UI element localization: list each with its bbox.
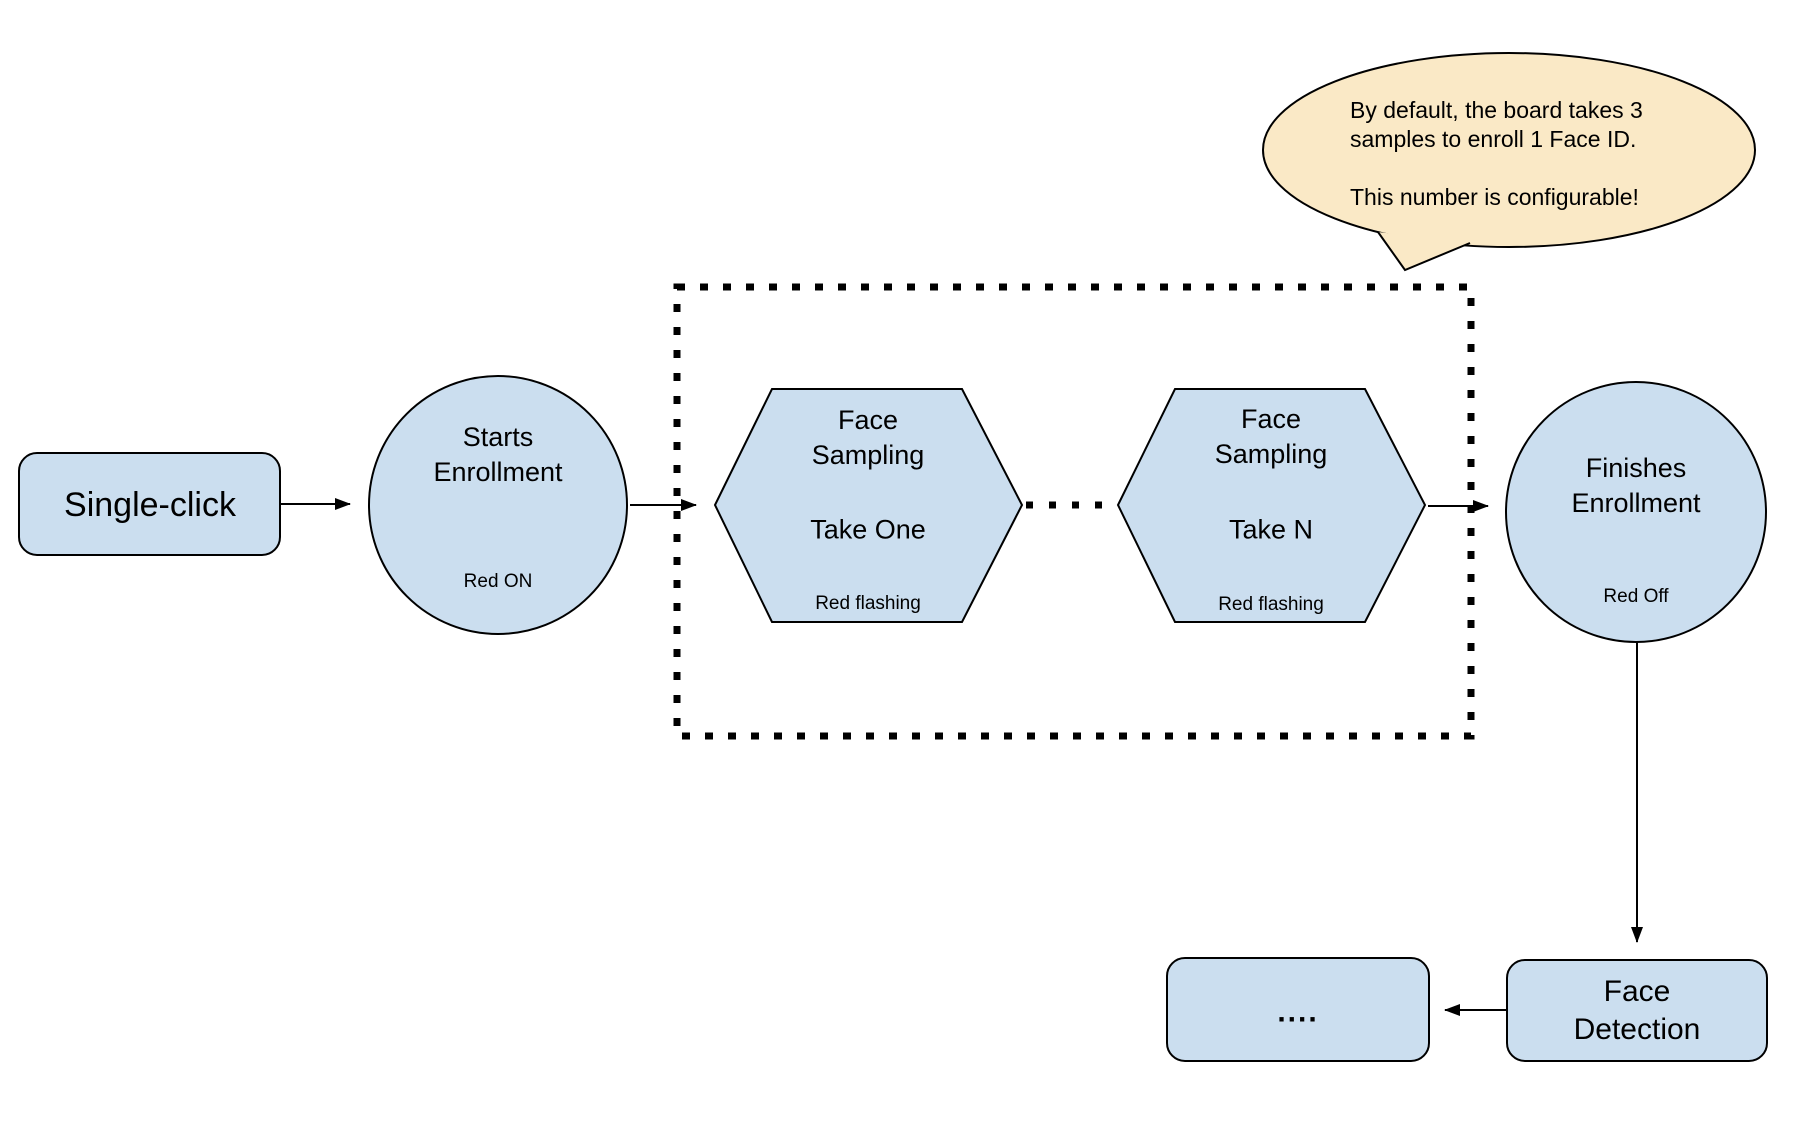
face-sampling-take-one-hexagon — [713, 388, 1024, 623]
single-click-label: Single-click — [64, 485, 236, 524]
starts-enrollment-circle — [368, 375, 628, 635]
continuation-box — [1166, 957, 1430, 1062]
finishes-enrollment-label: Finishes Enrollment — [1571, 453, 1701, 518]
face-sampling-one-status: Red flashing — [815, 593, 921, 615]
callout-bubble-tail-outline — [1377, 231, 1471, 272]
callout-bubble-text: By default, the board takes 3 samples to… — [1350, 97, 1643, 210]
face-sampling-one-take-label: Take One — [810, 514, 926, 545]
continuation-label: .... — [1277, 995, 1319, 1029]
finishes-enrollment-status: Red Off — [1603, 586, 1669, 608]
face-sampling-n-take-label: Take N — [1228, 514, 1314, 545]
face-sampling-one-title: Face Sampling — [811, 405, 925, 470]
callout-bubble-tail — [1378, 232, 1470, 270]
callout-bubble-ellipse — [1262, 52, 1756, 248]
face-sampling-take-n-hexagon — [1116, 388, 1427, 623]
sampling-loop-dotted-box — [673, 283, 1475, 740]
face-sampling-n-status: Red flashing — [1218, 594, 1324, 616]
starts-enrollment-label: Starts Enrollment — [433, 422, 563, 487]
starts-enrollment-status: Red ON — [463, 571, 533, 593]
face-sampling-n-title: Face Sampling — [1214, 404, 1328, 469]
face-detection-label: Face Detection — [1573, 975, 1701, 1046]
